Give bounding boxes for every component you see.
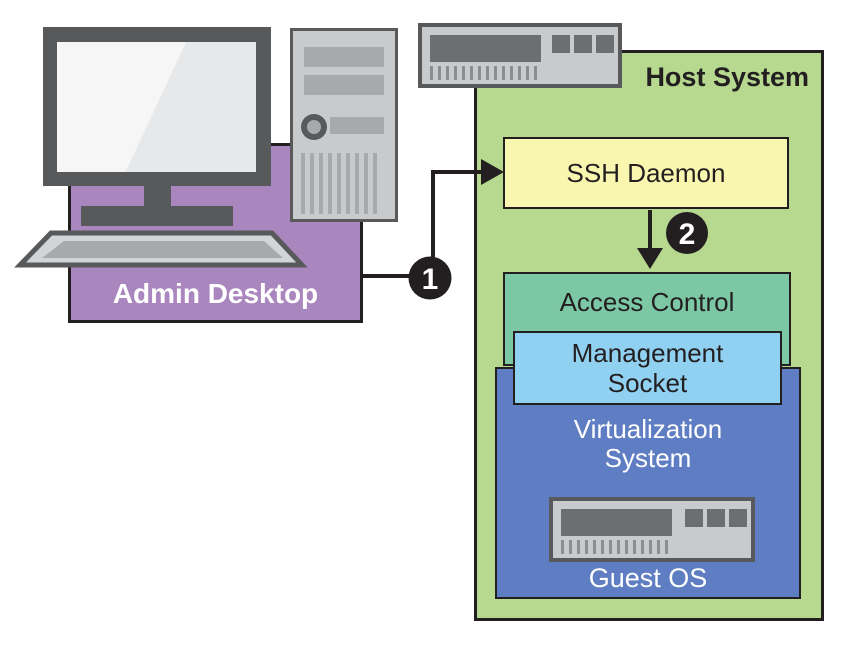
- host-server-icon: [418, 23, 622, 88]
- tower-power-dot: [307, 120, 321, 134]
- monitor-stand-base: [81, 206, 233, 226]
- ssh-daemon-label: SSH Daemon: [566, 157, 726, 188]
- step-badge-1-number: 1: [422, 263, 439, 296]
- management-socket-box: Management Socket: [513, 331, 782, 405]
- guest-server-icon: [549, 497, 755, 562]
- ssh-daemon-box: SSH Daemon: [503, 137, 789, 209]
- virtualization-system-label: Virtualization System: [497, 415, 799, 473]
- server-leds: [685, 509, 747, 527]
- server-led: [552, 35, 570, 53]
- virtualization-system-box: Virtualization System Guest OS: [495, 367, 801, 599]
- server-led: [729, 509, 747, 527]
- monitor-stand-neck: [144, 186, 171, 207]
- computer-tower-icon: [290, 28, 398, 222]
- tower-power-button: [301, 114, 327, 140]
- server-vent: [561, 540, 672, 554]
- access-control-label: Access Control: [559, 287, 735, 317]
- server-led: [596, 35, 614, 53]
- server-led: [707, 509, 725, 527]
- monitor-icon: [43, 27, 271, 186]
- admin-desktop-label: Admin Desktop: [112, 278, 319, 309]
- server-leds: [552, 35, 614, 53]
- monitor-screen: [57, 42, 256, 172]
- server-led: [685, 509, 703, 527]
- server-bay: [561, 509, 672, 536]
- tower-drive-bay: [304, 47, 384, 67]
- server-led: [574, 35, 592, 53]
- virtualization-line2: System: [604, 443, 692, 473]
- virtualization-line1: Virtualization: [573, 414, 723, 444]
- management-socket-line2: Socket: [607, 368, 688, 398]
- tower-vent: [301, 153, 381, 214]
- tower-drive-bay: [304, 75, 384, 95]
- host-system-label: Host System: [645, 62, 809, 92]
- server-bay: [430, 35, 541, 62]
- step-badge-1: 1: [408, 256, 452, 300]
- guest-os-label: Guest OS: [588, 563, 708, 593]
- tower-slot: [330, 117, 384, 134]
- server-vent: [430, 66, 541, 80]
- management-socket-line1: Management: [571, 338, 724, 368]
